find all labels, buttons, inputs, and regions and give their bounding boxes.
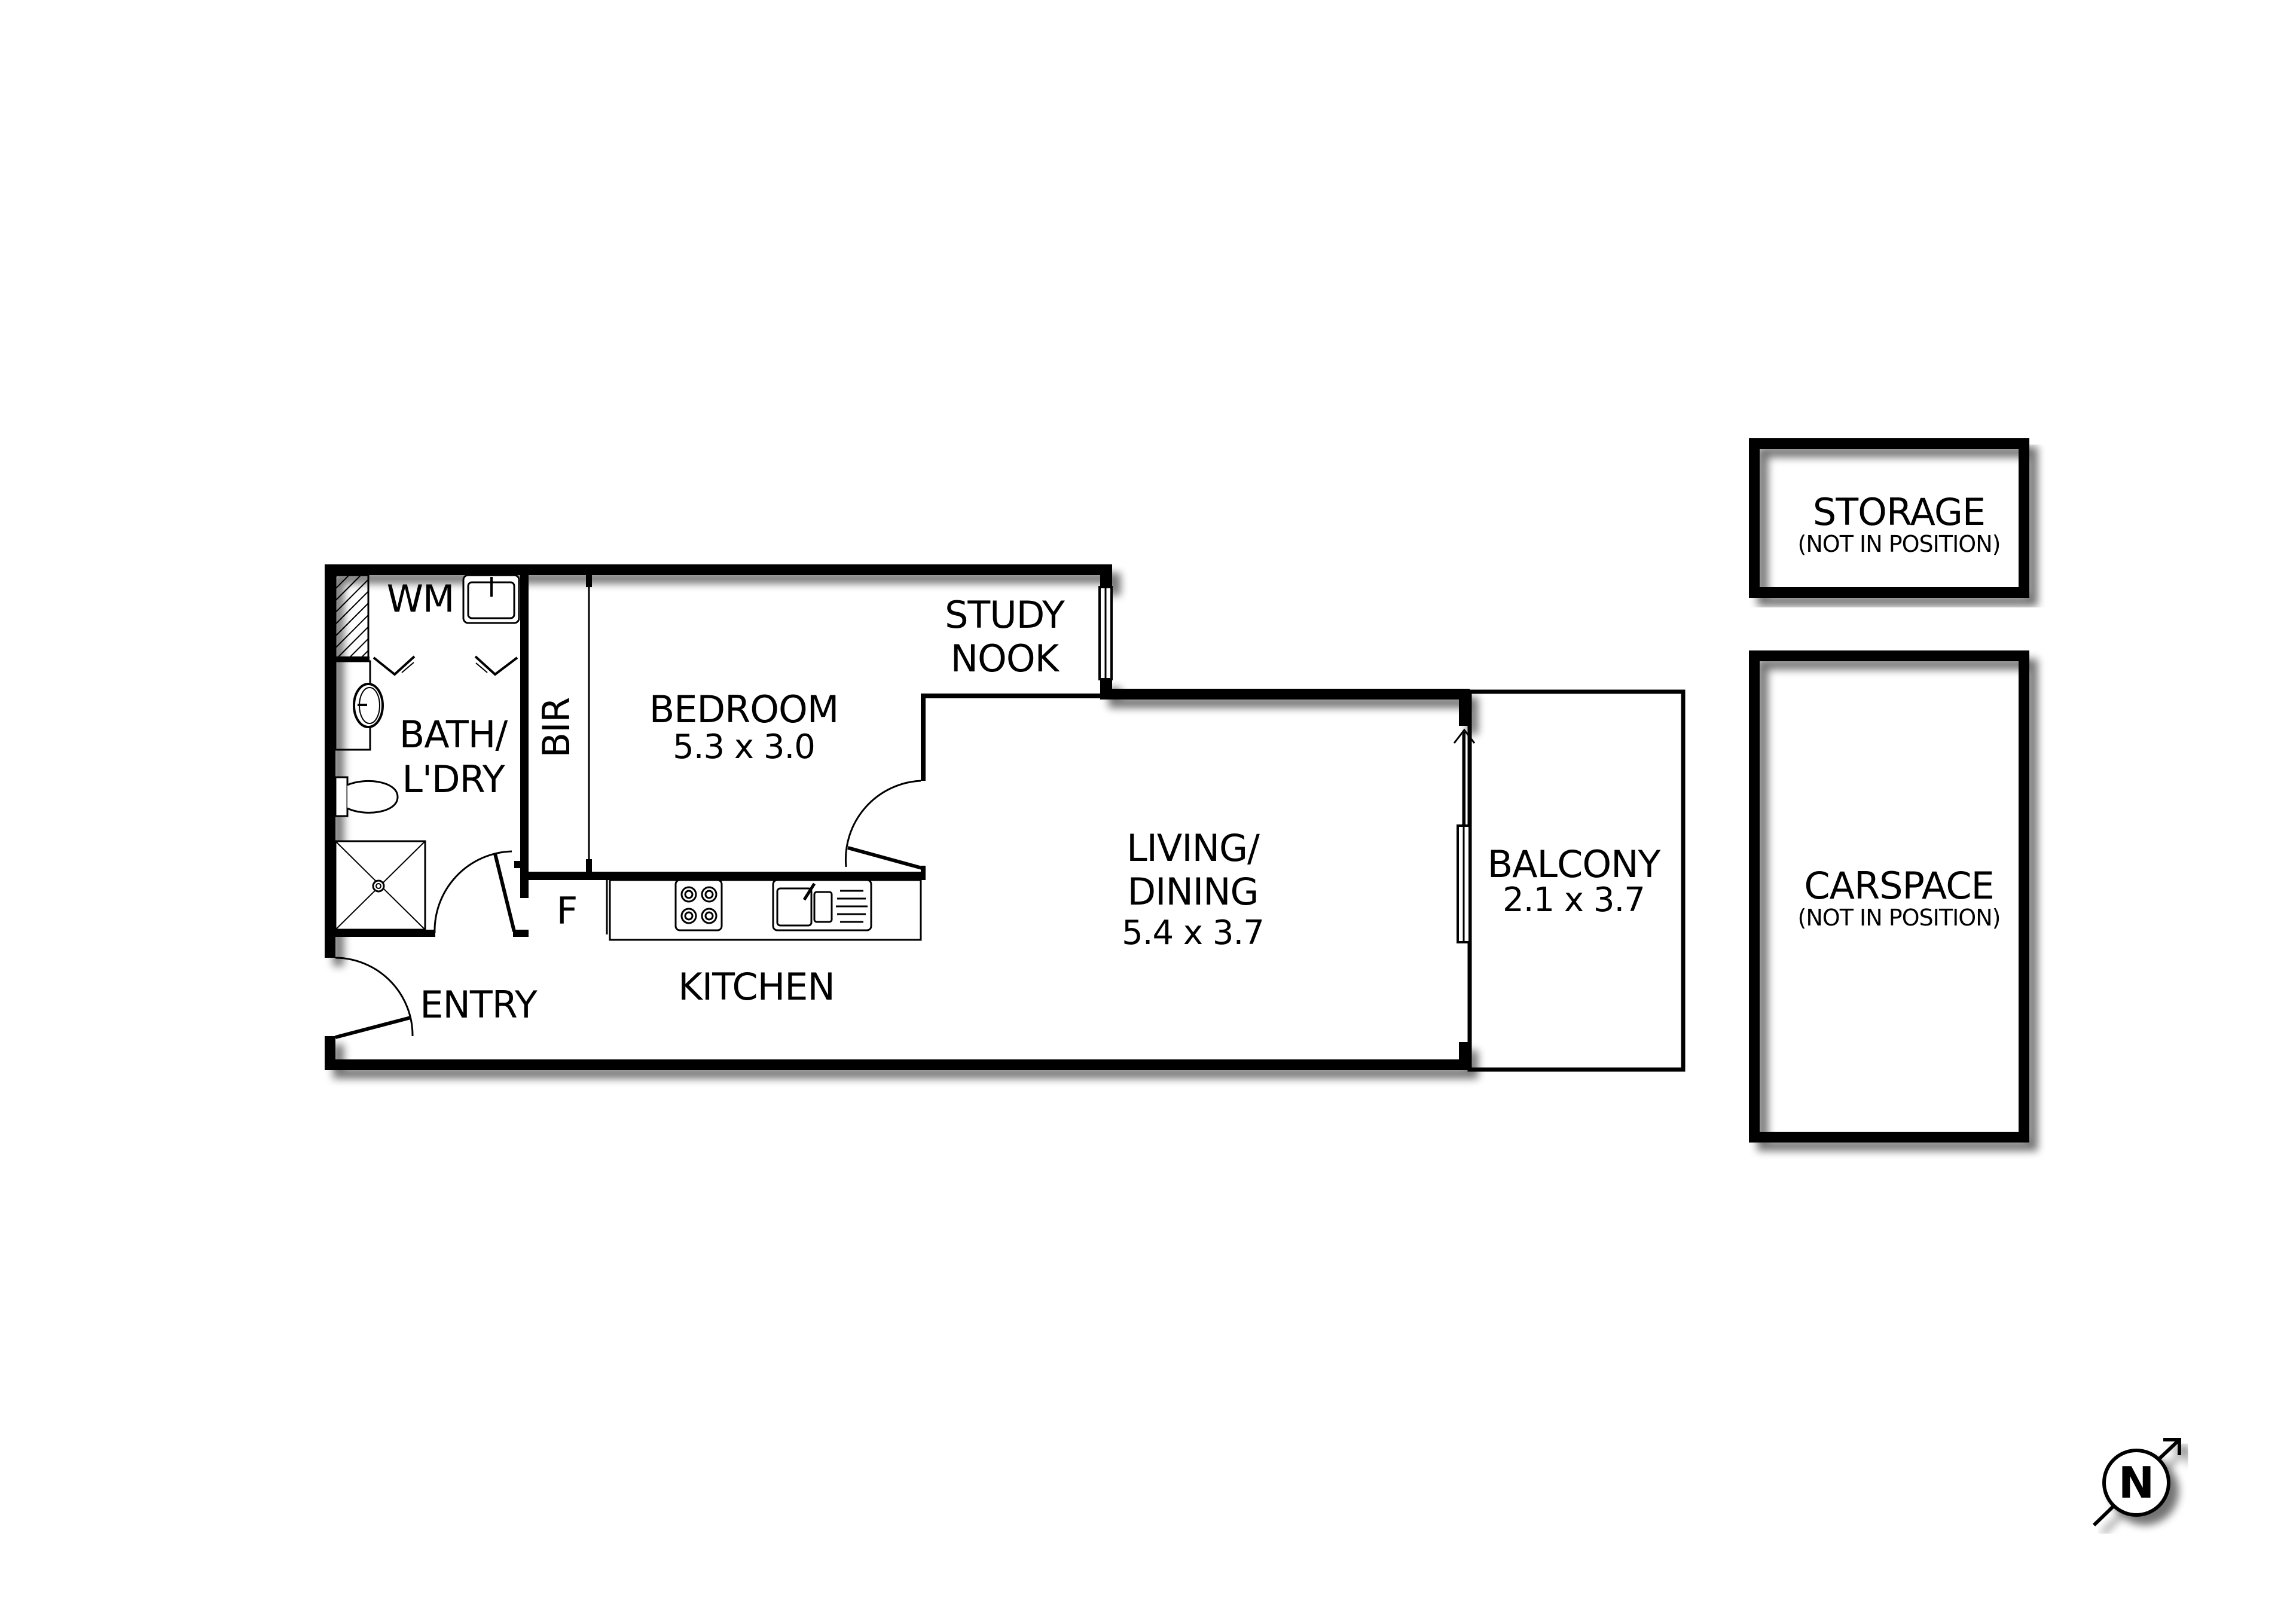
kitchen-label: KITCHEN [678,965,835,1009]
entry-label: ENTRY [420,983,538,1027]
storage-box [1749,438,2029,598]
bedroom-dimensions: 5.3 x 3.0 [673,728,815,766]
laundry-tub-icon [462,574,520,624]
kitchen-sink-icon [772,879,872,931]
balcony-dimensions: 2.1 x 3.7 [1503,881,1645,920]
basin-icon [334,660,384,751]
sliding-door[interactable] [1453,728,1476,943]
north-compass-icon: N [2092,1438,2181,1527]
storage-label: STORAGE [1813,490,1985,534]
study-window [1098,586,1113,680]
fridge-label: F [557,889,578,933]
bedroom-door[interactable] [844,780,923,870]
bir-label: BIR [535,698,578,758]
bath-label-2: L'DRY [402,757,505,801]
exterior-walls [325,564,1470,1070]
shower-icon [334,840,426,931]
living-label-2: DINING [1127,870,1258,914]
bifold-doors[interactable] [373,655,518,676]
bathroom-door[interactable] [433,850,516,934]
living-dimensions: 5.4 x 3.7 [1122,914,1264,952]
storage-note: (NOT IN POSITION) [1798,531,2001,557]
bedroom-label: BEDROOM [649,688,839,731]
carspace-label: CARSPACE [1804,864,1993,908]
slide-arrow-icon [1453,728,1476,744]
study-label-2: NOOK [951,637,1060,680]
bath-label-1: BATH/ [399,713,508,756]
interior-walls [334,574,1106,937]
compass-letter: N [2118,1458,2154,1508]
cooktop-icon [674,879,723,931]
study-label-1: STUDY [945,593,1065,637]
living-label-1: LIVING/ [1126,826,1260,870]
wm-label: WM [387,577,454,621]
kitchen-bench [609,879,922,941]
carspace-note: (NOT IN POSITION) [1798,905,2001,931]
entry-door[interactable] [335,957,414,1039]
toilet-icon [334,776,399,817]
carspace-box [1749,650,2029,1143]
balcony-label: BALCONY [1488,842,1661,886]
